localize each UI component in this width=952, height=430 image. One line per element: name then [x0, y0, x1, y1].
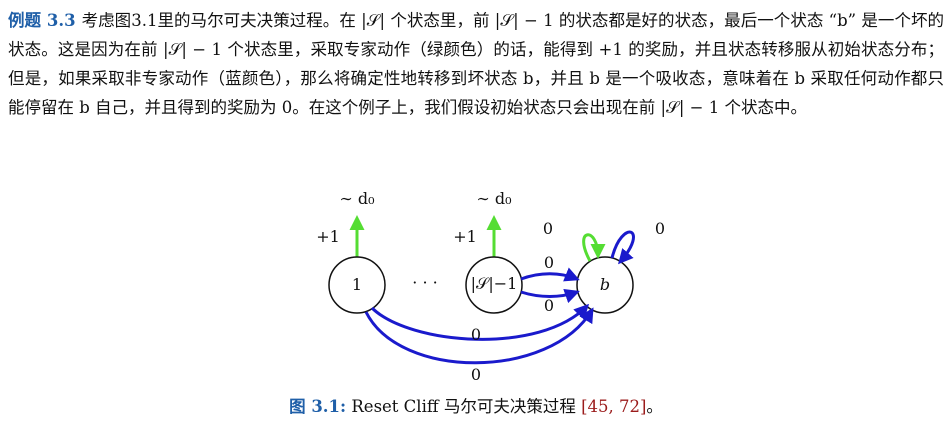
reward-upper-arrow: 0 — [544, 253, 554, 272]
example-title: 例题 3.3 — [8, 11, 76, 30]
reward-expert-2: +1 — [453, 227, 477, 246]
reward-long-outer: 0 — [471, 365, 481, 384]
ellipsis: · · · — [412, 273, 437, 292]
short-arrow-lower — [520, 288, 580, 304]
reward-self-blue: 0 — [655, 219, 665, 238]
bad-state-label: b — [600, 275, 610, 294]
mdp-figure: ∼ d₀ ∼ d₀ +1 +1 1 · · · |𝒮|−1 b 0 0 0 0 … — [0, 180, 952, 390]
state-last-label: |𝒮|−1 — [471, 274, 518, 293]
reward-long-inner: 0 — [471, 325, 481, 344]
figure-caption: 图 3.1: Reset Cliff 马尔可夫决策过程 [45, 72]。 — [0, 393, 952, 417]
init-dist-label-1: ∼ d₀ — [339, 189, 374, 208]
long-arrow-inner — [370, 303, 590, 341]
caption-end: 。 — [646, 397, 663, 416]
long-arrow-outer — [364, 307, 594, 365]
short-arrow-upper — [520, 267, 580, 282]
caption-refs: [45, 72] — [581, 397, 647, 416]
example-text: 考虑图3.1里的马尔可夫决策过程。在 |𝒮| 个状态里，前 |𝒮| − 1 的状… — [8, 11, 945, 117]
self-loop-expert — [582, 233, 606, 262]
state-1-label: 1 — [352, 275, 362, 294]
init-dist-label-2: ∼ d₀ — [476, 189, 511, 208]
reward-expert-1: +1 — [316, 227, 340, 246]
caption-text: Reset Cliff 马尔可夫决策过程 — [351, 397, 582, 416]
self-loop-nonexpert — [610, 230, 635, 265]
state-last-node — [465, 256, 523, 314]
state-1-node — [328, 256, 386, 314]
caption-label: 图 3.1: — [289, 397, 347, 416]
mdp-diagram: ∼ d₀ ∼ d₀ +1 +1 1 · · · |𝒮|−1 b 0 0 0 0 … — [316, 189, 665, 384]
reward-lower-arrow: 0 — [544, 296, 554, 315]
reward-self-green: 0 — [543, 219, 553, 238]
